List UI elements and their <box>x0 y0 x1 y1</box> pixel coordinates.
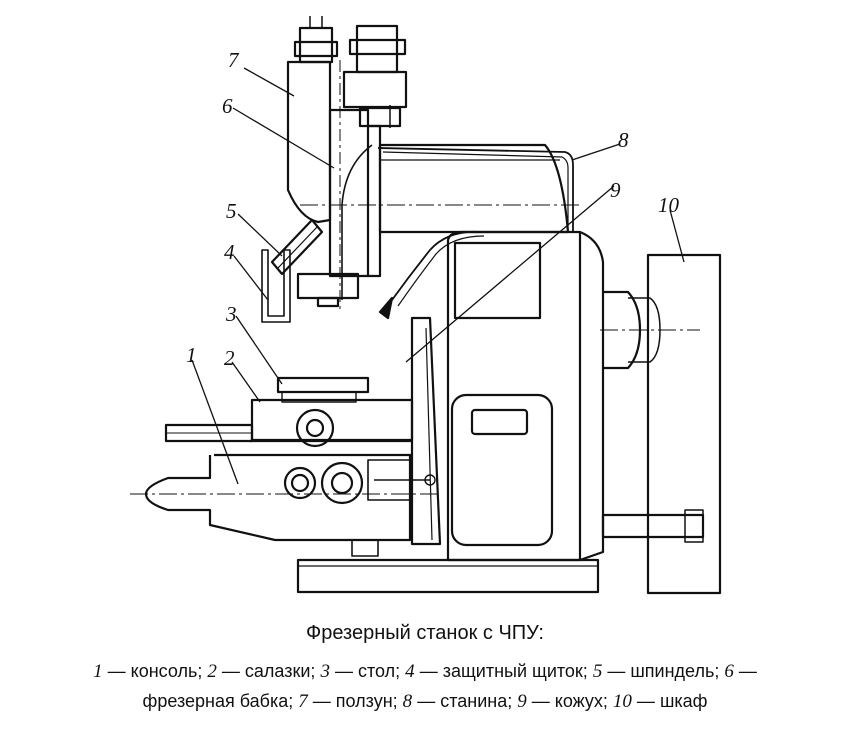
protective-shield <box>261 249 291 323</box>
knee <box>144 455 412 542</box>
legend-line-1: 1 — консоль; 2 — салазки; 3 — стол; 4 — … <box>0 661 850 683</box>
legend-dash: — <box>419 661 438 681</box>
legend-dash: — <box>334 661 353 681</box>
overarm <box>378 143 570 234</box>
legend-num-10: 10 <box>612 691 632 712</box>
control-cabinet <box>646 253 722 595</box>
callout-5: 5 <box>226 199 237 223</box>
legend-text-10: шкаф <box>659 691 708 711</box>
callout-2: 2 <box>224 346 235 370</box>
callout-7: 7 <box>228 48 239 72</box>
callout-3: 3 <box>226 302 237 326</box>
cover-housing <box>410 316 442 546</box>
legend-dash: — <box>107 661 126 681</box>
callout-4: 4 <box>224 240 235 264</box>
machine-base <box>296 558 600 594</box>
legend-dash: — <box>531 691 550 711</box>
legend-text-2: салазки; <box>244 661 316 681</box>
legend-dash: — <box>417 691 436 711</box>
figure-caption-title: Фрезерный станок с ЧПУ: <box>306 622 544 644</box>
column-door <box>450 393 554 547</box>
legend-dash: — <box>738 661 757 681</box>
legend-text-7: ползун; <box>335 691 398 711</box>
legend-num-3: 3 <box>320 661 330 682</box>
legend-text-8: станина; <box>440 691 513 711</box>
legend-num-8: 8 <box>402 691 413 712</box>
legend-text-6: фрезерная бабка; <box>142 691 294 711</box>
legend-num-4: 4 <box>405 661 415 682</box>
legend-num-5: 5 <box>592 661 603 682</box>
callout-8: 8 <box>618 128 629 152</box>
callout-1: 1 <box>186 343 197 367</box>
legend-dash: — <box>636 691 655 711</box>
ram <box>286 60 332 224</box>
legend-num-7: 7 <box>298 691 308 712</box>
legend-num-6: 6 <box>724 661 734 682</box>
callout-10: 10 <box>658 193 679 217</box>
spindle <box>270 218 324 276</box>
legend-num-2: 2 <box>207 661 217 682</box>
milling-head <box>328 108 370 278</box>
legend-text-1: консоль; <box>130 661 203 681</box>
legend-dash: — <box>221 661 240 681</box>
legend-dash: — <box>607 661 626 681</box>
legend-num-1: 1 <box>93 661 103 682</box>
work-table <box>276 376 370 394</box>
legend-text-3: стол; <box>357 661 401 681</box>
legend-num-9: 9 <box>517 691 527 712</box>
legend-line-2: фрезерная бабка; 7 — ползун; 8 — станина… <box>0 691 850 713</box>
callout-9: 9 <box>610 178 621 202</box>
legend-text-9: кожух; <box>554 691 608 711</box>
legend-text-4: защитный щиток; <box>442 661 588 681</box>
callout-6: 6 <box>222 94 233 118</box>
legend-dash: — <box>312 691 331 711</box>
legend-text-5: шпиндель; <box>630 661 720 681</box>
milling-machine-drawing <box>130 16 722 595</box>
